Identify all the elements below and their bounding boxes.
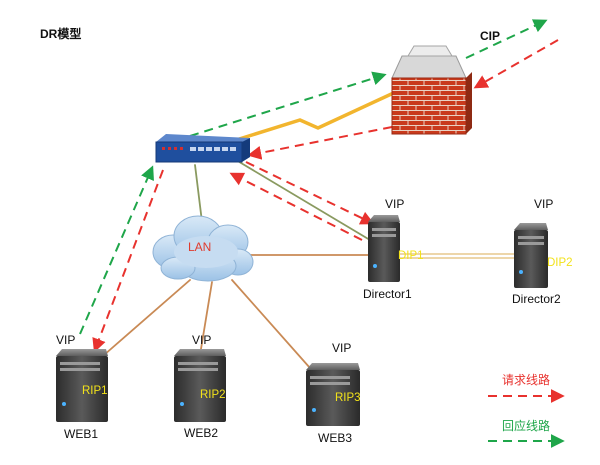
wan-link — [234, 88, 402, 142]
response-flow — [79, 19, 548, 335]
director1-dip-label: DIP1 — [398, 250, 424, 262]
response-arrow-switch-firewall — [189, 71, 387, 137]
director1-server: VIP DIP1 Director1 — [363, 197, 424, 301]
director2-vip-label: VIP — [534, 197, 553, 211]
web3-vip-label: VIP — [332, 341, 351, 355]
lan-label: LAN — [188, 240, 211, 254]
wire-lan-web2 — [199, 281, 213, 356]
web3-server: VIP RIP3 WEB3 — [306, 341, 361, 445]
wire-lan-web1 — [103, 279, 191, 356]
diagram-title: DR模型 — [40, 26, 81, 41]
request-arrow-switch-director1 — [245, 161, 375, 225]
legend: 请求线路 回应线路 — [488, 372, 565, 448]
request-flow — [92, 39, 559, 353]
web3-name: WEB3 — [318, 431, 352, 445]
request-arrow-client-firewall — [473, 39, 559, 89]
client-ip-label: CIP — [480, 29, 500, 43]
request-arrow-director1-switch — [229, 172, 363, 241]
network-switch-icon — [155, 134, 250, 163]
legend-request-label: 请求线路 — [502, 372, 550, 387]
director1-vip-label: VIP — [385, 197, 404, 211]
firewall-icon — [391, 45, 472, 135]
legend-response-label: 回应线路 — [502, 418, 550, 433]
response-arrow-web1-switch — [79, 165, 154, 335]
web2-vip-label: VIP — [192, 333, 211, 347]
web1-name: WEB1 — [64, 427, 98, 441]
web1-server: VIP RIP1 WEB1 — [56, 333, 108, 441]
director2-name: Director2 — [512, 292, 561, 306]
director2-dip-label: DIP2 — [547, 257, 573, 269]
web2-name: WEB2 — [184, 426, 218, 440]
web1-rip-label: RIP1 — [82, 385, 108, 397]
lan-cloud-icon — [152, 215, 254, 282]
director2-server: VIP DIP2 Director2 — [512, 197, 573, 306]
web2-rip-label: RIP2 — [200, 389, 226, 401]
director1-name: Director1 — [363, 287, 412, 301]
web1-vip-label: VIP — [56, 333, 75, 347]
request-arrow-firewall-switch — [247, 126, 393, 160]
response-arrow-firewall-client — [465, 19, 548, 59]
wire-lan-web3 — [231, 279, 311, 369]
web2-server: VIP RIP2 WEB2 — [174, 333, 226, 440]
web3-rip-label: RIP3 — [335, 392, 361, 404]
wire-switch-director1 — [235, 159, 371, 241]
request-arrow-switch-web1 — [92, 169, 164, 353]
network-wires — [103, 88, 523, 369]
